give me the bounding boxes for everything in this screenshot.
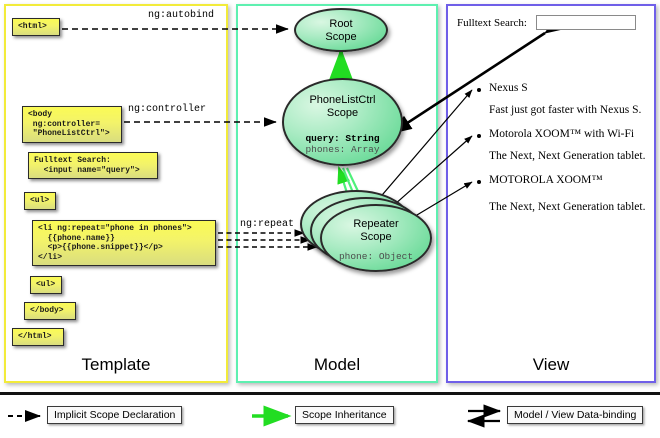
panel-view-label: View [532, 355, 570, 374]
view-search-label: Fulltext Search: [457, 17, 527, 29]
view-item-snippet: The Next, Next Generation tablet. [489, 150, 646, 162]
code-box-ul-close[interactable]: <ul> [30, 276, 62, 294]
view-item-snippet: The Next, Next Generation tablet. [489, 201, 646, 213]
scope-root[interactable]: Root Scope [294, 8, 388, 52]
view-item-title: MOTOROLA XOOM™ [489, 174, 603, 186]
view-item-snippet: Fast just got faster with Nexus S. [489, 104, 642, 116]
code-box-li-repeat[interactable]: <li ng:repeat="phone in phones"> {{phone… [32, 220, 216, 266]
view-item-title: Motorola XOOM™ with Wi-Fi [489, 128, 635, 140]
view-list-bullet [477, 180, 481, 184]
scope-phonelistctrl[interactable]: PhoneListCtrl Scope query: String phones… [282, 78, 403, 166]
code-box-ul-open[interactable]: <ul> [24, 192, 56, 210]
view-list-bullet [477, 134, 481, 138]
edge-label-controller: ng:controller [128, 104, 207, 115]
legend-label-model-view-data-binding: Model / View Data-binding [507, 406, 644, 424]
scope-attr-phone: phone: Object [338, 251, 414, 262]
view-list-bullet [477, 88, 481, 92]
scope-attr-query: query: String [305, 133, 380, 144]
scope-repeater[interactable]: Repeater Scope phone: Object [320, 204, 432, 272]
panel-model-label: Model [313, 355, 361, 374]
code-box-html-open[interactable]: <html> [12, 18, 60, 36]
panel-view: View [446, 4, 656, 383]
view-search-input[interactable] [536, 15, 636, 30]
edge-label-repeat: ng:repeat [240, 219, 295, 230]
legend: Implicit Scope Declaration Scope Inherit… [0, 392, 660, 438]
scope-phonelistctrl-title-1: PhoneListCtrl [309, 94, 376, 106]
scope-attr-phones: phones: Array [305, 144, 380, 155]
code-box-body-close[interactable]: </body> [24, 302, 76, 320]
scope-repeater-title-1: Repeater [353, 218, 399, 230]
scope-repeater-title-2: Scope [360, 230, 392, 243]
code-box-body-open[interactable]: <body ng:controller= "PhoneListCtrl"> [22, 106, 122, 143]
legend-label-implicit-scope-declaration: Implicit Scope Declaration [47, 406, 183, 424]
panel-template-label: Template [81, 355, 151, 374]
edge-label-autobind: ng:autobind [148, 10, 215, 21]
scope-phonelistctrl-title-2: Scope [326, 106, 359, 119]
view-item-title: Nexus S [489, 82, 528, 94]
scope-root-title-1: Root [329, 18, 353, 30]
code-box-html-close[interactable]: </html> [12, 328, 64, 346]
scope-root-title-2: Scope [325, 30, 357, 43]
code-box-fulltext[interactable]: Fulltext Search: <input name="query"> [28, 152, 158, 179]
legend-label-scope-inheritance: Scope Inheritance [295, 406, 394, 424]
